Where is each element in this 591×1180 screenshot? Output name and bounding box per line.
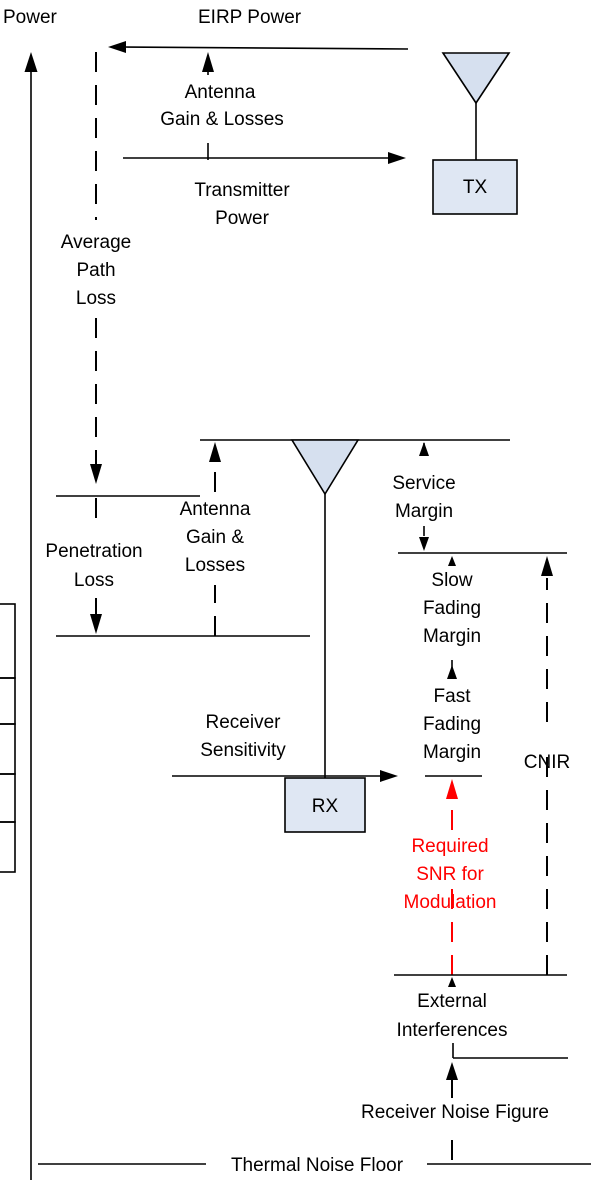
required-snr-label-line1: Required [411, 836, 488, 857]
average-path-loss-label-line2: Path [76, 260, 115, 281]
transmitter-power-label-line2: Power [215, 208, 270, 229]
transmitter-power-line [123, 152, 406, 164]
fast-fading-label-line2: Fading [423, 714, 481, 735]
slow-fading-label-line2: Fading [423, 598, 481, 619]
tx-box-label: TX [463, 177, 488, 198]
rx-antenna-gain-label-line1: Antenna [180, 499, 251, 520]
svg-text:Service: Service [392, 473, 455, 494]
svg-text:Fading: Fading [423, 714, 481, 735]
slow-fading-label-line3: Margin [423, 626, 481, 647]
eirp-power-line [108, 41, 409, 53]
external-interferences-arrowhead [448, 977, 456, 987]
cnir-label: CNIR [524, 752, 570, 773]
fast-fading-arrow [447, 660, 457, 679]
required-snr-label-line2: SNR for [416, 864, 484, 885]
noise-figure-level-line [452, 1043, 568, 1059]
svg-text:Receiver: Receiver [206, 712, 282, 733]
svg-text:Loss: Loss [76, 288, 116, 309]
svg-text:Fast: Fast [434, 686, 472, 707]
service-margin-label-line2: Margin [395, 501, 453, 522]
svg-text:Loss: Loss [74, 570, 114, 591]
svg-text:Penetration: Penetration [45, 541, 142, 562]
thermal-noise-floor-label: Thermal Noise Floor [231, 1155, 404, 1176]
svg-text:Average: Average [61, 232, 131, 253]
svg-text:Antenna: Antenna [180, 499, 251, 520]
svg-text:Required: Required [411, 836, 488, 857]
left-edge-boxes [0, 603, 16, 873]
rx-antenna-icon [290, 439, 360, 780]
rx-antenna-gain-label-line2: Gain & [186, 527, 244, 548]
slow-fading-label-line1: Slow [431, 570, 472, 591]
fast-fading-label-line1: Fast [434, 686, 472, 707]
eirp-power-label: EIRP Power [198, 7, 302, 28]
required-snr-label-line3: Modulation [404, 892, 497, 913]
svg-text:Margin: Margin [395, 501, 453, 522]
rx-antenna-gain-label-line3: Losses [185, 555, 245, 576]
svg-text:Margin: Margin [423, 742, 481, 763]
tx-box [432, 159, 518, 215]
tx-antenna-icon [441, 52, 511, 160]
cnir-arrow [541, 556, 553, 975]
svg-text:Power: Power [215, 208, 270, 229]
tx-antenna-gain-label-line1: Antenna [185, 82, 256, 103]
svg-text:Margin: Margin [423, 626, 481, 647]
svg-text:SNR for: SNR for [416, 864, 484, 885]
svg-text:Antenna: Antenna [185, 82, 256, 103]
power-axis-label: Power [3, 7, 58, 28]
penetration-loss-label-line2: Loss [74, 570, 114, 591]
tx-antenna-gain-arrow [202, 52, 214, 160]
svg-text:Fading: Fading [423, 598, 481, 619]
tx-antenna-gain-label-line2: Gain & Losses [160, 109, 284, 130]
average-path-loss-arrow [90, 52, 102, 484]
external-interferences-label-line2: Interferences [397, 1020, 508, 1041]
slow-fading-arrowhead [448, 556, 456, 566]
svg-text:Gain &: Gain & [186, 527, 244, 548]
svg-text:Sensitivity: Sensitivity [200, 740, 286, 761]
svg-text:Interferences: Interferences [397, 1020, 508, 1041]
svg-text:External: External [417, 991, 487, 1012]
power-axis [24, 52, 38, 1180]
service-margin-arrow [419, 442, 429, 551]
svg-text:Slow: Slow [431, 570, 472, 591]
rx-antenna-gain-arrow [209, 442, 221, 636]
average-path-loss-label-line1: Average [61, 232, 131, 253]
fast-fading-label-line3: Margin [423, 742, 481, 763]
receiver-noise-figure-label: Receiver Noise Figure [361, 1102, 549, 1123]
svg-text:Gain & Losses: Gain & Losses [160, 109, 284, 130]
service-margin-label-line1: Service [392, 473, 455, 494]
svg-text:Path: Path [76, 260, 115, 281]
receiver-sensitivity-label-line2: Sensitivity [200, 740, 286, 761]
svg-text:Transmitter: Transmitter [194, 180, 290, 201]
penetration-loss-label-line1: Penetration [45, 541, 142, 562]
rx-box [284, 777, 366, 833]
rx-box-label: RX [312, 796, 339, 817]
receiver-sensitivity-arrow [172, 770, 398, 782]
external-interferences-label-line1: External [417, 991, 487, 1012]
receiver-sensitivity-label-line1: Receiver [206, 712, 282, 733]
svg-text:Modulation: Modulation [404, 892, 497, 913]
receiver-noise-figure-arrow [446, 1062, 458, 1160]
required-snr-arrow [446, 779, 458, 975]
average-path-loss-label-line3: Loss [76, 288, 116, 309]
penetration-loss-arrow [90, 498, 102, 634]
svg-text:Losses: Losses [185, 555, 245, 576]
transmitter-power-label-line1: Transmitter [194, 180, 290, 201]
